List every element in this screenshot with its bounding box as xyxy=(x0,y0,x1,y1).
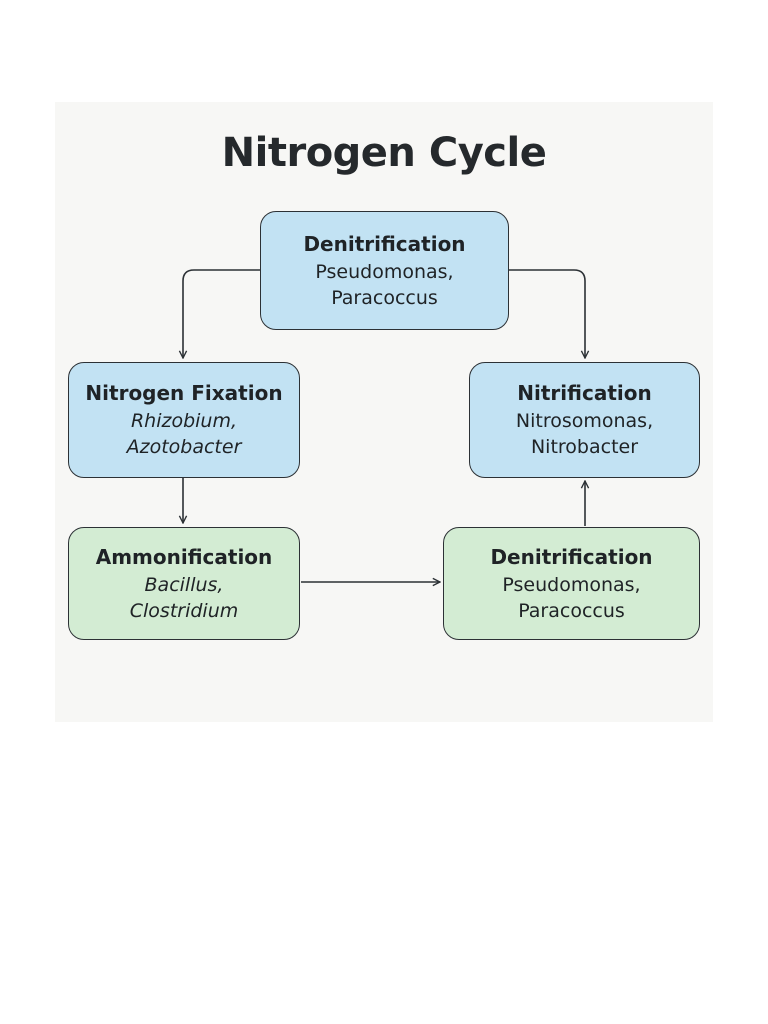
node-denitrification-top: Denitrification Pseudomonas, Paracoccus xyxy=(260,211,509,330)
node-denitrification-bottom: Denitrification Pseudomonas, Paracoccus xyxy=(443,527,700,640)
node-organism: Azotobacter xyxy=(126,436,242,458)
arrow-denitrification-to-nitrogen-fixation xyxy=(183,269,260,358)
node-ammonification: Ammonification Bacillus, Clostridium xyxy=(68,527,300,640)
node-title: Denitrification xyxy=(490,544,653,569)
node-organism: Nitrosomonas, xyxy=(515,410,654,432)
node-title: Nitrogen Fixation xyxy=(85,381,283,405)
node-nitrogen-fixation: Nitrogen Fixation Rhizobium, Azotobacter xyxy=(68,362,300,478)
arrow-denitrification-to-nitrification xyxy=(509,269,585,358)
node-title: Denitrification xyxy=(303,231,466,256)
node-organism: Paracoccus xyxy=(331,286,438,309)
node-title: Ammonification xyxy=(95,544,273,569)
node-nitrification: Nitrification Nitrosomonas, Nitrobacter xyxy=(469,362,700,478)
node-organism: Nitrobacter xyxy=(530,436,639,458)
node-title: Nitrification xyxy=(517,381,652,405)
diagram-title: Nitrogen Cycle xyxy=(221,130,547,176)
node-organism: Bacillus, xyxy=(144,573,224,596)
node-organism: Pseudomonas, xyxy=(502,573,641,596)
node-organism: Paracoccus xyxy=(518,599,625,622)
node-organism: Pseudomonas, xyxy=(315,260,454,283)
node-organism: Clostridium xyxy=(129,599,239,622)
node-organism: Rhizobium, xyxy=(130,410,238,432)
